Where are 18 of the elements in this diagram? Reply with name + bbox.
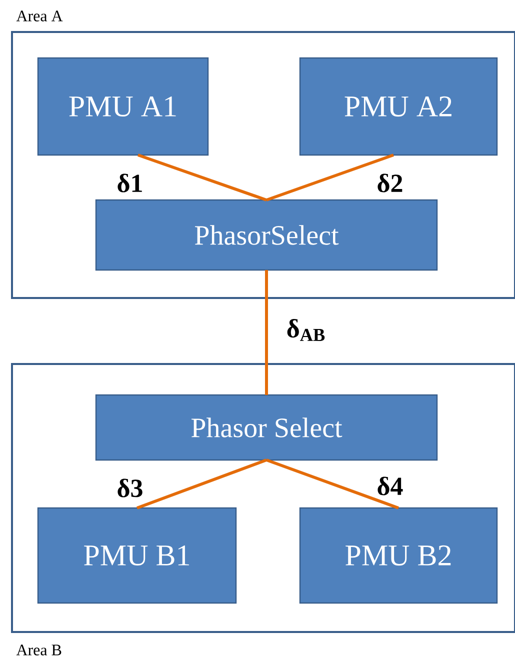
process-box: PhasorSelect	[95, 199, 438, 271]
area-label: Area A	[16, 10, 63, 22]
process-box: PMU B1	[37, 507, 237, 604]
connector-line	[136, 458, 268, 510]
connector-line	[266, 458, 400, 510]
process-box: Phasor Select	[95, 394, 438, 461]
process-box: PMU A2	[299, 57, 498, 156]
edge-label: δ1	[118, 174, 142, 192]
edge-label: δ4	[378, 476, 403, 496]
connector-line	[266, 154, 394, 202]
area-label: Area B	[16, 644, 62, 656]
connector-line	[138, 154, 267, 202]
edge-label: δ$_{AB}$	[287, 319, 325, 341]
process-box: PMU B2	[299, 507, 498, 604]
connector-line	[265, 270, 268, 395]
edge-label: δ3	[118, 478, 142, 498]
edge-label: δ2	[378, 174, 402, 192]
process-box: PMU A1	[37, 57, 209, 156]
